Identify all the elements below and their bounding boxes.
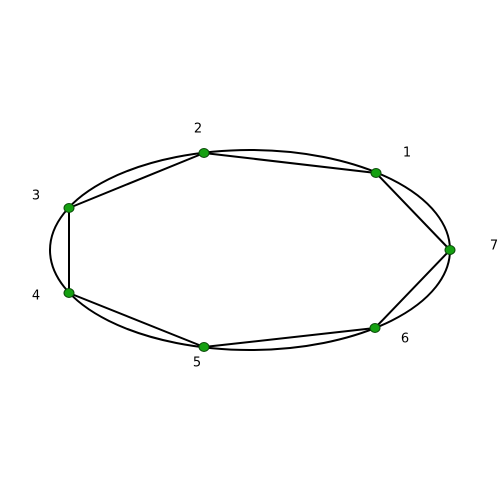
node-7: [444, 245, 456, 255]
edges-group: [68, 152, 451, 348]
node-label-5: 5: [193, 356, 201, 371]
node-1: [370, 168, 382, 178]
outer-ring: [49, 149, 451, 351]
node-2: [198, 148, 210, 158]
node-label-3: 3: [32, 189, 40, 204]
node-label-4: 4: [32, 289, 40, 304]
node-label-6: 6: [401, 332, 409, 347]
edge-2-3: [68, 152, 205, 209]
node-5: [198, 342, 210, 352]
edge-1-2: [203, 152, 377, 174]
edge-4-5: [68, 292, 205, 348]
node-label-1: 1: [403, 146, 411, 161]
node-label-7: 7: [490, 239, 498, 254]
node-label-2: 2: [194, 122, 202, 137]
edge-7-1: [375, 172, 451, 251]
node-4: [63, 288, 75, 298]
nodes-group: [63, 148, 456, 352]
node-3: [63, 203, 75, 213]
edge-5-6: [203, 327, 376, 348]
edge-6-7: [374, 249, 451, 329]
labels-group: 1 2 3 4 5 6 7: [32, 122, 498, 371]
node-6: [369, 323, 381, 333]
